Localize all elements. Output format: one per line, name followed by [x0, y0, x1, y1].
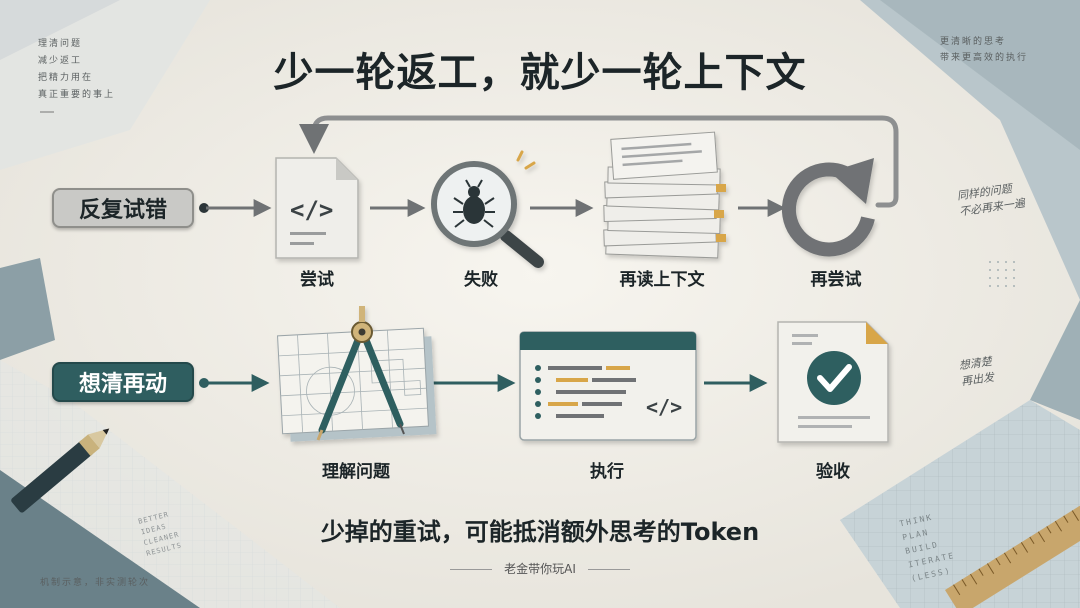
row-start-dot-think [199, 378, 209, 388]
note-bottom-left: 机制示意，非实测轮次 [40, 578, 151, 588]
code-window-icon: </> [519, 331, 697, 441]
pencil-icon [11, 428, 110, 513]
step-label-understand: 理解问题 [322, 462, 390, 482]
document-stack-icon [603, 131, 726, 259]
step-label-retry: 再尝试 [810, 270, 862, 290]
step-label-accept: 验收 [816, 462, 850, 482]
step-label-fail: 失败 [464, 270, 498, 290]
row-label-retry: 反复试错 [52, 188, 194, 228]
note-top-left: 理清问题 减少返工 把精力用在 真正重要的事上 [38, 39, 116, 100]
code-file-icon: </> [275, 157, 359, 259]
check-document-icon [777, 321, 889, 443]
blueprint-compass-icon [277, 306, 437, 442]
refresh-icon [781, 158, 875, 257]
row-label-think: 想清再动 [52, 362, 194, 402]
step-label-execute: 执行 [590, 462, 624, 482]
svg-text:</>: </> [290, 196, 333, 224]
corner-paper-top-left [0, 0, 210, 170]
corner-paper-bottom-left [0, 470, 200, 608]
svg-text:</>: </> [646, 395, 682, 419]
subtitle: 少掉的重试，可能抵消额外思考的Token [320, 518, 760, 546]
author-credit: 老金带你玩AI [0, 560, 1080, 577]
dots-pattern [989, 261, 1015, 287]
step-label-reread-context: 再读上下文 [619, 270, 705, 290]
note-top-right: 更清晰的思考 带来更高效的执行 [940, 37, 1029, 63]
ruler-icon [945, 489, 1080, 608]
loop-back-arrow [299, 115, 899, 208]
step-label-attempt: 尝试 [300, 270, 334, 290]
row-start-dot-retry [199, 203, 209, 213]
bug-magnifier-icon [431, 150, 544, 268]
main-title: 少一轮返工，就少一轮上下文 [273, 50, 807, 96]
